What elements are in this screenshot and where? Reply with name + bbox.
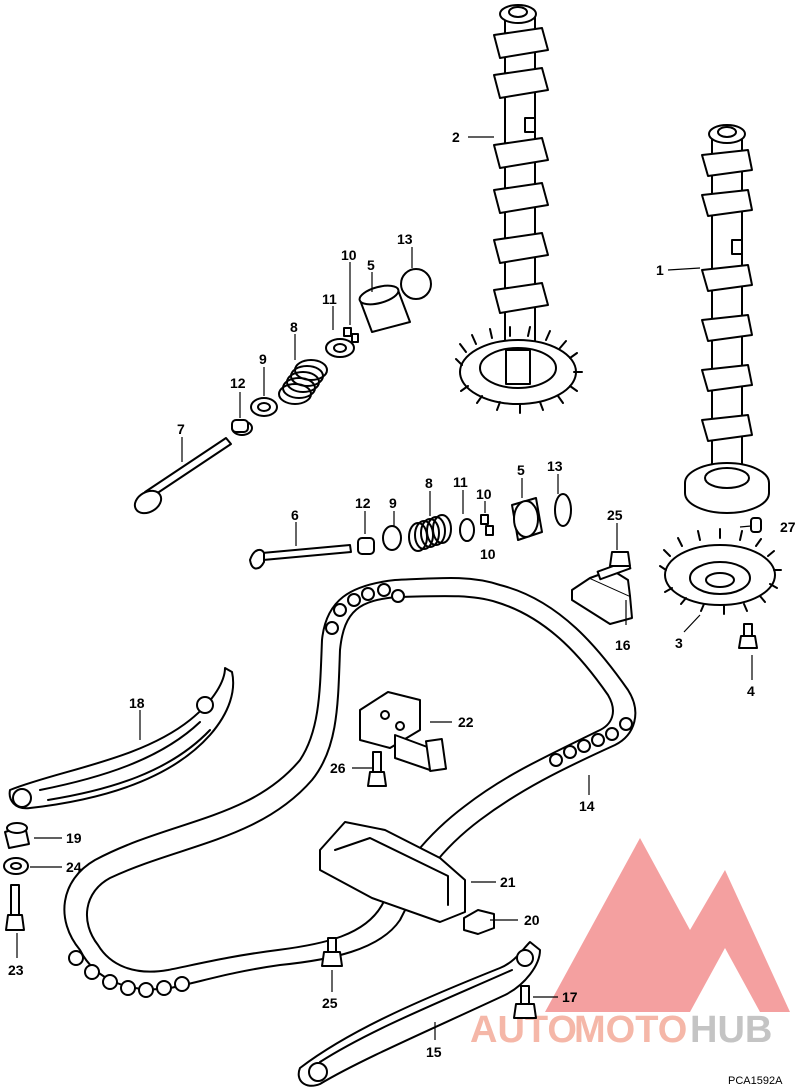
camshaft-lower (684, 124, 770, 514)
callout-13-upper: 13 (397, 231, 413, 247)
callout-labels: 2 1 3 4 5 10 13 11 8 9 12 7 6 12 9 8 11 … (8, 129, 796, 1060)
callout-9-lower: 9 (389, 495, 397, 511)
watermark-word-hub: HUB (690, 1009, 772, 1051)
callout-23: 23 (8, 962, 24, 978)
tensioner-bolt (367, 751, 387, 787)
valve-lower-parts (249, 493, 572, 570)
chain-guide-lower (297, 941, 541, 1087)
callout-7: 7 (177, 421, 185, 437)
watermark-logo: AUTO MOTO HUB (470, 838, 790, 1051)
callout-10-upper: 10 (341, 247, 357, 263)
callout-20: 20 (524, 912, 540, 928)
callout-8-lower: 8 (425, 475, 433, 491)
collar-bolt (4, 822, 30, 849)
watermark-triangle-icon (545, 838, 790, 1012)
guide-clip (463, 909, 495, 935)
chain-links-bottom (68, 950, 190, 998)
callout-17: 17 (562, 989, 578, 1005)
dowel-pin (750, 517, 762, 533)
chain-guide-middle (319, 821, 466, 923)
chain-guide-upper (8, 667, 235, 810)
callout-10-lower-b: 10 (480, 546, 496, 562)
watermark-word-moto: MOTO (574, 1009, 687, 1051)
guide-bolt-lower (321, 937, 343, 967)
callout-6: 6 (291, 507, 299, 523)
valve-upper-parts (133, 268, 432, 515)
callout-13-lower: 13 (547, 458, 563, 474)
callout-4: 4 (747, 683, 755, 699)
callout-2: 2 (452, 129, 460, 145)
guide-bolt-left (5, 884, 25, 931)
callout-5-upper: 5 (367, 257, 375, 273)
washer (3, 857, 29, 875)
leader-lines (16, 136, 753, 1040)
callout-14: 14 (579, 798, 595, 814)
callout-24: 24 (66, 859, 82, 875)
chain-links-top (325, 583, 405, 635)
camshaft-upper (455, 4, 583, 414)
callout-27: 27 (780, 519, 796, 535)
callout-25-upper: 25 (607, 507, 623, 523)
callout-10-lower-a: 10 (476, 486, 492, 502)
cam-sprocket (659, 528, 782, 615)
callout-16: 16 (615, 637, 631, 653)
callout-1: 1 (656, 262, 664, 278)
callout-18: 18 (129, 695, 145, 711)
callout-21: 21 (500, 874, 516, 890)
callout-15: 15 (426, 1044, 442, 1060)
bracket (571, 551, 633, 625)
guide-bolt-right (513, 985, 537, 1019)
callout-12-lower: 12 (355, 495, 371, 511)
callout-12-upper: 12 (230, 375, 246, 391)
callout-5-lower: 5 (517, 462, 525, 478)
callout-11-lower: 11 (453, 474, 468, 490)
chain-tensioner (359, 691, 448, 772)
callout-19: 19 (66, 830, 82, 846)
callout-8-upper: 8 (290, 319, 298, 335)
chain-links-right (549, 717, 633, 767)
callout-22: 22 (458, 714, 474, 730)
callout-25-lower: 25 (322, 995, 338, 1011)
callout-3: 3 (675, 635, 683, 651)
figure-code: PCA1592A (728, 1075, 783, 1087)
callout-9-upper: 9 (259, 351, 267, 367)
sprocket-bolt (738, 623, 758, 649)
timing-chain (63, 576, 637, 998)
callout-11-upper: 11 (322, 291, 337, 307)
callout-26: 26 (330, 760, 346, 776)
